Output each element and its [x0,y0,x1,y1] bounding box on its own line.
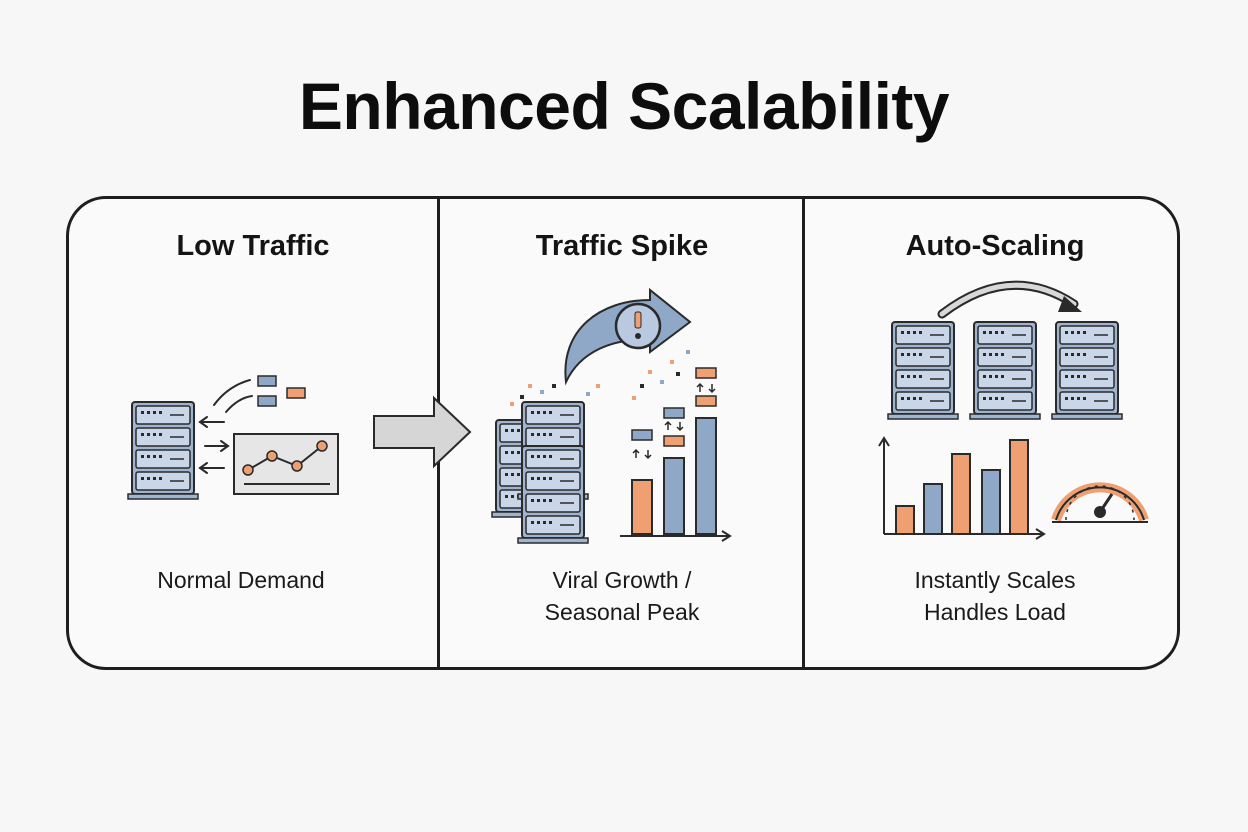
curved-arrow-icon [937,280,1082,319]
server-rack-icon [127,401,199,500]
gauge-icon [1051,482,1149,523]
page-title: Enhanced Scalability [298,69,950,143]
incoming-arrows [198,379,253,474]
right-arrow-icon [373,395,472,469]
data-packets [257,375,306,407]
panel-caption-auto-scaling: Instantly Scales Handles Load [914,567,1076,625]
panel-caption-traffic-spike: Viral Growth / Seasonal Peak [544,567,700,625]
panel-divider-2 [802,196,805,670]
panel-caption-low-traffic: Normal Demand [157,567,325,593]
server-rack-icon [517,401,589,544]
traffic-particles [510,350,690,406]
line-chart-icon [233,433,339,495]
panel-heading-auto-scaling: Auto-Scaling [905,230,1085,262]
warning-icon [614,302,662,350]
server-rack-icon [887,321,1123,420]
bar-chart-icon [878,436,1046,540]
panel-heading-traffic-spike: Traffic Spike [535,230,709,262]
bar-chart-icon [620,367,732,542]
panel-heading-low-traffic: Low Traffic [176,230,330,262]
